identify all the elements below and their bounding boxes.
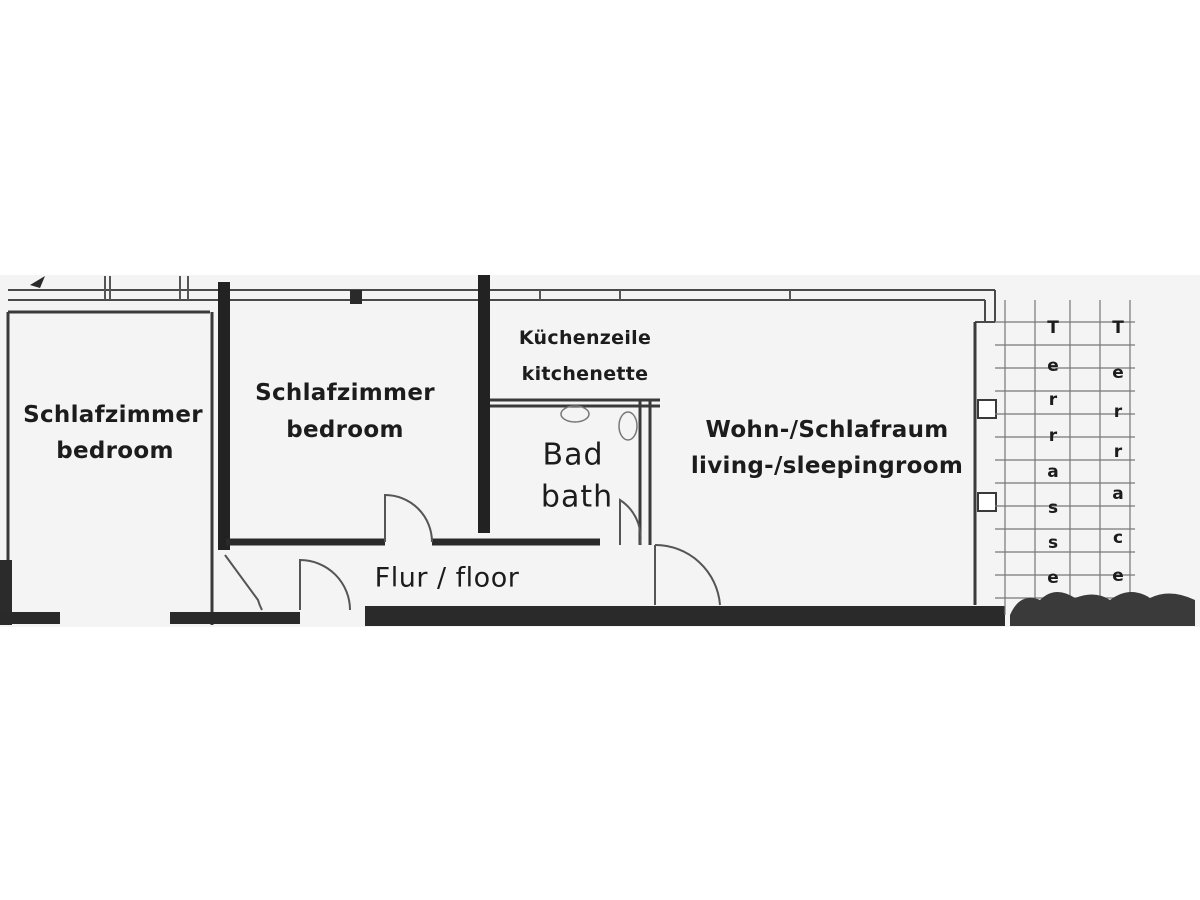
living-wall-notches (977, 399, 997, 512)
terrace-de-letter: r (1048, 426, 1058, 446)
room-label-bath-en: bath (540, 479, 614, 515)
plan-sheet (0, 275, 1200, 627)
door-living (654, 543, 721, 606)
terrace-en-letter: c (1112, 528, 1124, 548)
room-label-bedroom-left-de: Schlafzimmer (23, 402, 203, 428)
outer-wall-top (8, 289, 996, 323)
room-label-kitchen-de: Küchenzeile (518, 327, 652, 349)
terrace-de-letter: T (1047, 318, 1059, 338)
room-label-bedroom-left-en: bedroom (56, 438, 174, 464)
room-label-bath-de: Bad (542, 437, 604, 473)
room-label-living-en: living-/sleepingroom (690, 453, 964, 479)
terrace-de-letter: s (1047, 533, 1059, 553)
room-label-hall: Flur / floor (374, 562, 520, 594)
terrace-en-letter: r (1113, 442, 1123, 462)
windows-top (104, 276, 791, 300)
shrubs (1010, 591, 1195, 626)
terrace-de-letter: e (1047, 568, 1059, 588)
room-label-living-de: Wohn-/Schlafraum (705, 417, 949, 443)
bath-door (619, 498, 642, 546)
left-wall-dark (0, 560, 12, 625)
wall-mid-right (478, 275, 490, 533)
terrace-de-letter: s (1047, 498, 1059, 518)
door-left-bedroom (224, 554, 263, 611)
terrace-de-letter: e (1047, 356, 1059, 376)
terrace-en-letter: e (1112, 566, 1124, 586)
terrace-de-letter: r (1048, 390, 1058, 410)
door-entry (299, 558, 351, 611)
terrace-en-letter: r (1113, 402, 1123, 422)
terrace-en-letter: e (1112, 363, 1124, 383)
terrace-en-letter: T (1112, 318, 1124, 338)
room-label-kitchen-en: kitchenette (521, 363, 649, 385)
door-mid-bedroom (384, 493, 433, 543)
column-top (350, 290, 362, 304)
terrace-en-letter: a (1112, 484, 1124, 504)
corner-mark (30, 276, 45, 288)
room-label-bedroom-mid-de: Schlafzimmer (255, 380, 435, 406)
terrace-de-letter: a (1047, 462, 1059, 482)
wall-mid-left (218, 282, 230, 550)
bath-fixtures (560, 405, 638, 441)
room-label-bedroom-mid-en: bedroom (286, 417, 404, 443)
bottom-wall-opening (60, 612, 170, 624)
